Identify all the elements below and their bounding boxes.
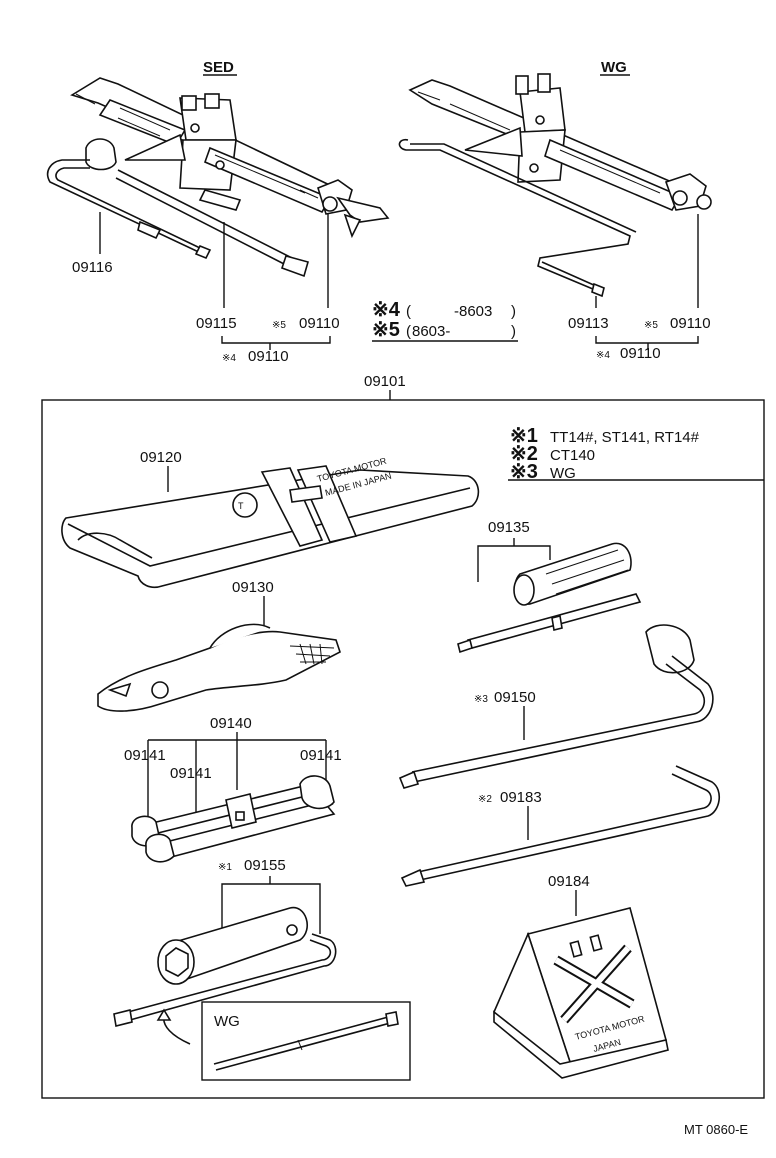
wheel-chock: TOYOTA MOTOR JAPAN <box>493 907 669 1079</box>
wg-jack-label: 09110 <box>670 315 711 332</box>
model-note-text: WG <box>550 465 576 482</box>
sed-extension-bar <box>115 169 309 278</box>
inset-wg-label: WG <box>214 1013 240 1030</box>
tool-set-label: 09101 <box>364 373 406 390</box>
date-notes: ※4 ( -8603 ) ※5 ( 8603- ) <box>372 299 518 342</box>
wheel-chock-label: 09184 <box>548 873 590 890</box>
lug-wrench-label: 09150 <box>494 689 536 706</box>
wg-bracket <box>595 336 699 344</box>
lug-wrench-mark: ※3 <box>474 694 488 705</box>
wg-handle-label: 09113 <box>568 315 609 332</box>
sed-jack-mark: ※5 <box>272 320 286 331</box>
model-note-mark: ※3 <box>510 461 538 483</box>
wg-variant-label: WG <box>601 59 627 76</box>
date-note-mark: ※5 <box>372 319 400 341</box>
pliers <box>97 623 341 712</box>
screwdriver-label: 09135 <box>488 519 530 536</box>
screwdriver <box>457 542 642 654</box>
tool-set-frame <box>41 399 765 1099</box>
date-note-value: 8603- <box>412 323 450 340</box>
sed-bar-label: 09115 <box>196 315 237 332</box>
model-note-text: TT14#, ST141, RT14# <box>550 429 700 446</box>
plug-wrench-bracket <box>221 883 321 934</box>
wrench-left-label: 09141 <box>124 747 166 764</box>
plug-wrench-mark: ※1 <box>218 862 232 873</box>
sed-handle-label: 09116 <box>72 259 113 276</box>
wrench-right-label: 09141 <box>300 747 342 764</box>
sed-jack-alt-mark: ※4 <box>222 353 236 364</box>
sed-jack-group: SED <box>46 59 390 365</box>
date-note-close: ) <box>511 303 516 320</box>
date-note-close: ) <box>511 323 516 340</box>
date-note-value: -8603 <box>454 303 492 320</box>
model-note-mark: ※1 <box>510 425 538 447</box>
sed-scissor-jack <box>70 77 390 239</box>
hub-nut-wrench-mark: ※2 <box>478 794 492 805</box>
wg-jack-alt-label: 09110 <box>620 345 661 362</box>
sed-variant-label: SED <box>203 59 234 76</box>
lug-wrench <box>398 624 714 789</box>
wg-scissor-jack <box>408 73 712 212</box>
tool-bag-logo: T <box>238 501 244 511</box>
hub-nut-wrench <box>400 765 720 887</box>
date-note-open: ( <box>406 323 411 340</box>
plug-wrench-arrow-head <box>156 1008 172 1021</box>
wrench-mid-label: 09141 <box>170 765 212 782</box>
figure-code: MT 0860-E <box>684 1122 748 1137</box>
date-note-open: ( <box>406 303 411 320</box>
tool-set-group: 09101 ※1 TT14#, ST141, RT14# ※2 CT140 ※3… <box>41 373 765 1099</box>
pliers-label: 09130 <box>232 579 274 596</box>
wg-jack-group: WG 09113 ※5 09110 <box>398 59 712 362</box>
inset-wg-rod <box>213 1011 399 1071</box>
model-note-mark: ※2 <box>510 443 538 465</box>
wrench-set <box>131 775 336 863</box>
wg-jack-alt-mark: ※4 <box>596 350 610 361</box>
sed-jack-handle <box>46 138 212 260</box>
date-note-mark: ※4 <box>372 299 401 321</box>
hub-nut-wrench-label: 09183 <box>500 789 542 806</box>
sed-jack-alt-label: 09110 <box>248 348 289 365</box>
plug-wrench-label: 09155 <box>244 857 286 874</box>
model-note-text: CT140 <box>550 447 595 464</box>
tool-bag-label: 09120 <box>140 449 182 466</box>
sed-jack-label: 09110 <box>299 315 340 332</box>
sed-bracket <box>221 336 331 344</box>
inset-wg-frame <box>201 1001 411 1081</box>
model-notes: ※1 TT14#, ST141, RT14# ※2 CT140 ※3 WG <box>508 425 764 483</box>
wg-jack-mark: ※5 <box>644 320 658 331</box>
wrench-set-label: 09140 <box>210 715 252 732</box>
plug-wrench <box>113 907 337 1027</box>
tool-bag: T TOYOTA MOTOR MADE IN JAPAN <box>61 456 480 589</box>
wg-jack-handle <box>398 138 637 298</box>
